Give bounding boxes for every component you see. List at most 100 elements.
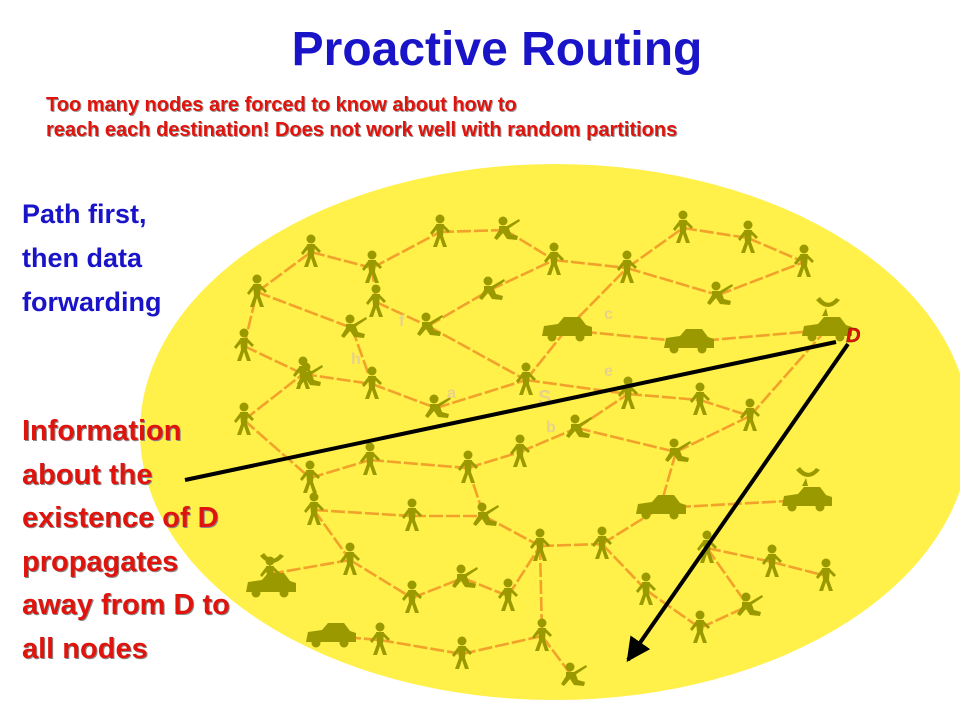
network-link <box>375 300 429 328</box>
kneeling-soldier-node <box>479 276 505 300</box>
network-link <box>312 509 352 561</box>
network-link <box>506 545 542 597</box>
network-link <box>675 414 751 454</box>
network-link <box>379 638 463 656</box>
propagation-arrow-down <box>626 342 850 662</box>
network-link <box>439 228 506 234</box>
soldier-node <box>301 234 321 267</box>
network-link <box>749 329 827 417</box>
soldier-node <box>618 376 638 409</box>
soldier-node <box>516 362 536 395</box>
kneeling-soldier-node <box>341 314 367 338</box>
network-field <box>140 164 960 700</box>
network-link <box>435 378 527 410</box>
page-title: Proactive Routing <box>291 23 703 76</box>
info-note-line: propagates <box>22 545 179 578</box>
node-label-b: b <box>546 419 556 436</box>
kneeling-soldier-node <box>425 394 451 418</box>
network-link <box>371 230 441 270</box>
network-link <box>371 382 437 410</box>
network-link <box>313 508 413 518</box>
soldier-node <box>697 530 717 563</box>
soldier-node <box>498 578 518 611</box>
network-link <box>658 451 678 509</box>
soldier-node <box>362 366 382 399</box>
path-note-line: Path first, <box>22 199 147 229</box>
info-note-line: about the <box>22 458 153 491</box>
kneeling-soldier-node <box>561 662 587 686</box>
network-link <box>519 426 578 454</box>
network-link <box>699 398 751 418</box>
kneeling-soldier-node <box>473 502 499 526</box>
network-link <box>626 226 684 270</box>
path-note-line: forwarding <box>22 287 162 317</box>
soldier-node <box>458 450 478 483</box>
kneeling-soldier-node <box>452 564 478 588</box>
soldier-node <box>340 542 360 575</box>
soldier-node <box>762 544 782 577</box>
soldier-node <box>510 434 530 467</box>
soldier-node <box>816 558 836 591</box>
soldier-node <box>690 382 710 415</box>
soldier-node <box>673 210 693 243</box>
network-link <box>565 267 628 331</box>
path-first-note: Path first, then data forwarding <box>22 192 162 324</box>
radar-vehicle-node <box>782 467 832 512</box>
network-link <box>467 450 521 470</box>
network-link <box>626 266 719 297</box>
network-link <box>243 372 304 422</box>
kneeling-soldier-node <box>707 281 733 305</box>
soldier-node <box>402 498 422 531</box>
info-note-line: all nodes <box>22 632 148 665</box>
kneeling-soldier-node <box>665 438 691 462</box>
node-layer <box>234 210 852 686</box>
node-labels: c f h e a S b D <box>351 306 861 436</box>
soldier-node <box>402 580 422 613</box>
radar-vehicle-node <box>246 553 296 598</box>
network-link <box>706 546 773 564</box>
propagation-line-left <box>184 340 837 482</box>
soldier-node <box>794 244 814 277</box>
soldier-node <box>234 328 254 361</box>
network-link <box>302 372 373 386</box>
network-link <box>682 226 749 240</box>
node-label-d: D <box>846 325 860 347</box>
network-link <box>427 324 527 382</box>
soldier-node <box>532 618 552 651</box>
kneeling-soldier-node <box>566 414 592 438</box>
info-note-line: away from D to <box>22 589 230 621</box>
network-link <box>411 576 464 600</box>
soldier-node <box>247 274 267 307</box>
soldier-node <box>362 250 382 283</box>
propagation-note: Information about the existence of D pro… <box>22 410 230 671</box>
network-link <box>627 392 701 402</box>
network-link <box>747 236 805 264</box>
soldier-node <box>234 402 254 435</box>
network-link <box>243 419 311 479</box>
kneeling-soldier-node <box>737 592 763 616</box>
kneeling-soldier-node <box>494 216 520 240</box>
network-link <box>601 543 647 591</box>
network-link <box>350 327 374 385</box>
soldier-node <box>366 284 386 317</box>
network-link <box>462 576 509 598</box>
path-note-line: then data <box>22 243 143 273</box>
node-label-f: f <box>399 313 405 330</box>
network-link <box>269 558 351 576</box>
soldier-node <box>544 242 564 275</box>
soldier-node <box>530 528 550 561</box>
soldier-node <box>617 250 637 283</box>
network-link <box>256 250 312 294</box>
network-link <box>369 458 469 470</box>
network-link <box>310 250 373 270</box>
vehicle-node <box>664 329 714 354</box>
soldier-node <box>636 572 656 605</box>
warning-line-1: Too many nodes are forced to know about … <box>46 94 517 116</box>
network-link <box>309 458 371 480</box>
soldier-node <box>740 398 760 431</box>
soldier-node <box>690 610 710 643</box>
soldier-node <box>430 214 450 247</box>
network-link <box>461 634 543 656</box>
network-link <box>645 588 701 630</box>
